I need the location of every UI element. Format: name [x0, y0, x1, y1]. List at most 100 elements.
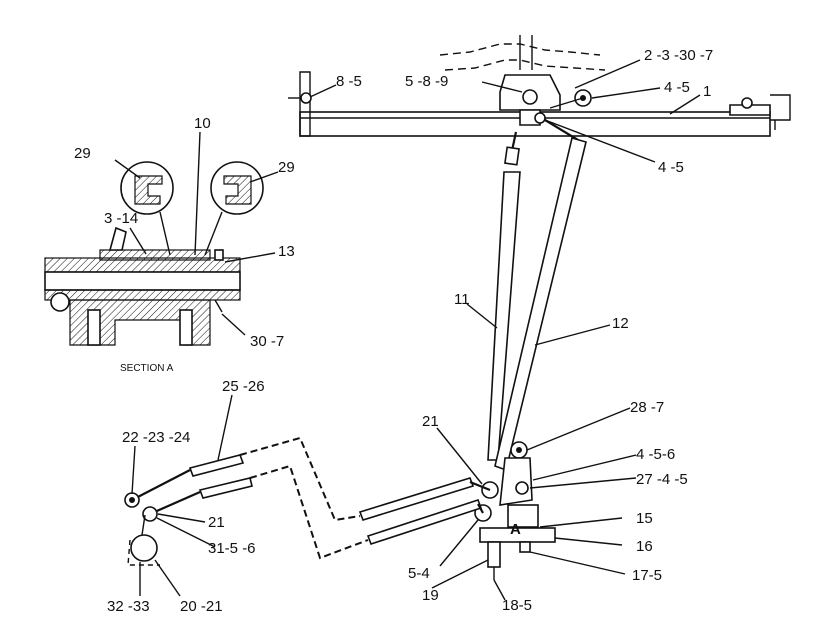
bolt-13 [214, 249, 224, 261]
leader-25-26 [217, 394, 233, 461]
top-assembly [288, 35, 791, 137]
leader-10 [194, 131, 201, 256]
callout-8-5: 8 -5 [336, 73, 362, 90]
cable-assembly [124, 436, 491, 566]
lever-link [141, 514, 146, 536]
cable-lower-dash [249, 464, 369, 560]
callout-29-right: 29 [278, 159, 295, 176]
bellcrank-arm [549, 97, 584, 109]
rod-lower-left [149, 490, 201, 516]
callout-2-3-30-7: 2 -3 -30 -7 [644, 47, 713, 64]
leader-17-5 [529, 551, 626, 575]
seal-profile-right [223, 175, 252, 205]
leader-lines [114, 59, 701, 601]
pivot-block [519, 109, 541, 126]
callout-10: 10 [194, 115, 211, 132]
rod-11-clevis [504, 146, 520, 166]
leader-28-7 [526, 407, 631, 451]
leader-12 [534, 324, 611, 346]
pivot-4-5-lower [534, 112, 546, 124]
lever-assembly: A [474, 441, 556, 580]
right-bolt [741, 97, 753, 109]
leader-15 [539, 517, 623, 528]
callout-22-23-24: 22 -23 -24 [122, 429, 190, 446]
callout-4-5-mid: 4 -5 [658, 159, 684, 176]
vertical-rods [487, 119, 587, 472]
bolt-30-7 [214, 299, 223, 313]
leader-11 [466, 303, 498, 329]
pivot-31 [142, 506, 158, 522]
callout-15: 15 [636, 510, 653, 527]
callout-19: 19 [422, 587, 439, 604]
right-bracket [770, 94, 791, 121]
leader-21-left [157, 513, 206, 523]
callout-4-5-top: 4 -5 [664, 79, 690, 96]
support-post [519, 35, 533, 70]
sleeve-upper-left [188, 454, 245, 477]
callout-4-5-6: 4 -5-6 [636, 446, 675, 463]
leader-29-left [114, 159, 141, 179]
callout-17-5: 17-5 [632, 567, 662, 584]
lever-3-14 [108, 226, 127, 251]
leader-4-5-mid [544, 119, 656, 163]
rod-upper-left [131, 469, 191, 501]
block-15 [507, 504, 539, 528]
callout-28-7: 28 -7 [630, 399, 664, 416]
section-a-title: SECTION A [120, 363, 174, 374]
leader-5-4 [439, 519, 479, 567]
section-a-inset: SECTION A [44, 161, 264, 374]
stud-right [179, 309, 193, 346]
leader-3-14 [129, 227, 147, 255]
seal-detail-right [210, 161, 264, 215]
callout-1: 1 [703, 83, 711, 100]
shaft [44, 271, 241, 291]
pivot-27 [515, 481, 529, 495]
callout-21-right: 21 [422, 413, 439, 430]
leader-18-5 [493, 579, 506, 601]
pivot-22-center [129, 497, 135, 503]
frame-outline-lower [444, 59, 606, 71]
cable-upper-dash [239, 436, 361, 522]
callout-27-4-5: 27 -4 -5 [636, 471, 688, 488]
section-marker-A: A [510, 521, 521, 538]
sleeve-upper-right [358, 477, 475, 521]
callout-20-21: 20 -21 [180, 598, 223, 615]
leader-8-5 [309, 84, 337, 98]
leader-20-21 [154, 559, 181, 597]
seal-leader-left [159, 211, 171, 256]
callout-30-7: 30 -7 [250, 333, 284, 350]
callout-11: 11 [454, 291, 470, 308]
shaft-lower-hatch [44, 289, 241, 301]
rod-lower-right [477, 503, 484, 514]
rod-upper-right [469, 480, 491, 492]
leader-30-7 [221, 313, 246, 336]
leader-1 [669, 94, 701, 115]
callout-29-left: 29 [74, 145, 91, 162]
callout-31-5-6: 31-5 -6 [208, 540, 256, 557]
leader-16 [554, 537, 623, 546]
sleeve-lower-left [198, 477, 253, 499]
callout-21-left: 21 [208, 514, 225, 531]
post-19 [487, 541, 501, 568]
rod-12-end [544, 119, 579, 141]
stud-left [87, 309, 101, 346]
callout-32-33: 32 -33 [107, 598, 150, 615]
callout-12: 12 [612, 315, 629, 332]
collar-hatch [99, 249, 211, 261]
nut-17-5 [519, 541, 531, 553]
lever-body [499, 457, 533, 506]
seal-profile-left [134, 175, 163, 205]
leader-4-5-top [591, 87, 661, 99]
callout-3-14: 3 -14 [104, 210, 138, 227]
lever-outline [127, 539, 160, 566]
leader-19 [431, 559, 489, 589]
bolt-8-5 [300, 92, 312, 104]
leader-5-8-9 [481, 81, 523, 93]
leader-29-right [249, 171, 279, 183]
leader-4-5-6 [532, 454, 637, 481]
callout-5-4: 5-4 [408, 565, 430, 582]
left-bracket [299, 71, 311, 137]
leader-13 [224, 252, 276, 263]
leader-21-right [436, 427, 483, 485]
